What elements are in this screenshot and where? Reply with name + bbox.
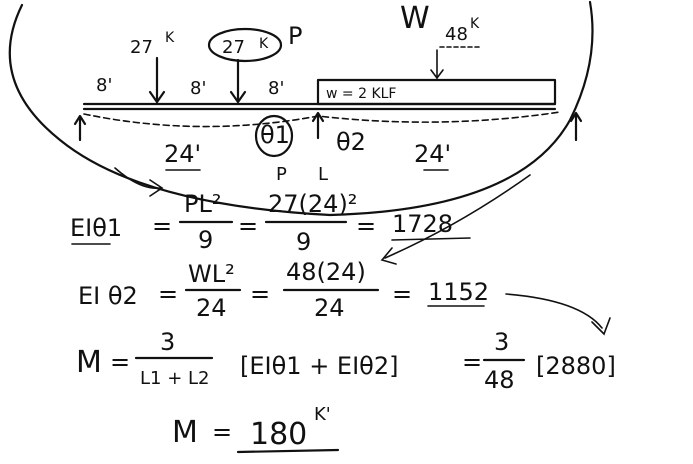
resultant-unit: K [470,16,480,32]
eq2-equals-3: = [392,280,412,308]
eq1-frac2-den: 9 [296,228,311,256]
eq2-equals-2: = [250,280,270,308]
theta1-circle [254,114,294,158]
eq2-frac1-num: WL² [188,260,235,288]
theta2-label: θ2 [336,128,366,156]
eq3-equals-1: = [110,348,130,376]
eq1-frac1-num: PL² [184,190,221,218]
deflected-shape [83,111,561,128]
span-2: 24' [414,140,451,168]
eq1-note-p: P [276,164,287,185]
support-middle-head [311,111,325,123]
load-arrowhead-1 [148,90,166,104]
eq3-lhs: M [76,345,102,380]
span-1: 24' [164,140,201,168]
eq1-result: 1728 [392,210,453,238]
eq1-lhs: EIθ1 [70,214,122,242]
segment-1: 8' [96,75,112,96]
eq4-lhs: M [172,415,198,450]
eq3-equals-2: = [462,348,482,376]
eq3-frac-num: 3 [160,328,175,356]
eq4-underline [236,448,340,454]
eq3-result: [2880] [536,352,616,380]
eq2-frac1-den: 24 [196,294,227,322]
distributed-load-label: w = 2 KLF [326,86,396,102]
eq1-frac1-den: 9 [198,226,213,254]
resultant-value: 48 [445,24,468,45]
eq3-frac2-num: 3 [494,328,509,356]
load-2-unit: K [259,36,269,52]
eq2-lhs: EI θ2 [78,282,138,310]
pointer-arrowhead-1 [149,179,164,197]
load-2-circle [207,27,283,63]
pointer-arrow-1 [114,167,161,189]
support-left-head [73,114,87,126]
eq3-frac2-den: 48 [484,366,515,394]
eq1-equals-1: = [152,212,172,240]
load-1-value: 27 [130,37,153,58]
eq1-equals-3: = [356,212,376,240]
bounding-arc [8,0,594,217]
eq2-equals-1: = [158,280,178,308]
eq1-frac2-num: 27(24)² [268,190,357,218]
eq2-frac2-num: 48(24) [286,258,366,286]
pointer-arrow-3 [505,293,603,329]
eq2-result: 1152 [428,278,489,306]
pointer-arrow-2 [384,174,531,259]
eq1-note-l: L [318,164,328,185]
pointer-arrowhead-3 [591,317,611,336]
eq2-frac2-den: 24 [314,294,345,322]
support-right-head [569,111,583,123]
load-arrowhead-2 [229,90,247,104]
eq1-result-underline [391,237,471,241]
segment-2: 8' [190,78,206,99]
eq3-bracket: [EIθ1 + EIθ2] [240,352,398,380]
segment-3: 8' [268,78,284,99]
distributed-load-box [316,78,557,106]
resultant-arrowhead [430,69,444,80]
resultant-symbol: W [400,1,430,36]
load-1-unit: K [165,30,175,46]
load-2-tag: P [288,22,302,50]
theta1-label: θ1 [260,121,290,149]
eq4-result: 180 [250,417,307,452]
eq4-equals: = [212,418,232,446]
eq3-frac-den: L1 + L2 [140,368,210,389]
load-2-value: 27 [222,37,245,58]
eq1-equals-2: = [238,212,258,240]
pointer-arrowhead-2 [380,247,397,265]
eq4-unit: K' [314,404,331,425]
